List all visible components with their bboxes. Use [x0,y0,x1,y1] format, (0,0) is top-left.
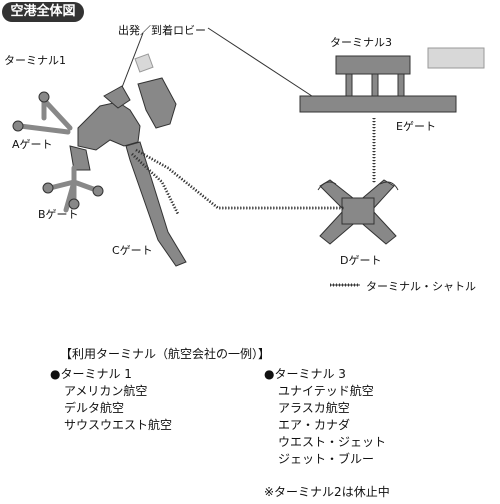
gate-d-curve [379,181,399,191]
gate-b-node [68,198,80,210]
terminal3-building [299,55,457,113]
gate-d-curve [317,181,337,191]
airlines-heading: 【利用ターミナル（航空会社の一例）】 [60,347,271,361]
terminal1-building [69,77,187,267]
carrier-item: アラスカ航空 [278,401,350,415]
label-terminal1: ターミナル1 [4,54,66,67]
terminal3-annex [427,47,485,69]
carrier-item: ウエスト・ジェット [278,435,387,449]
label-gate-e: Eゲート [396,120,436,133]
label-gate-b: Bゲート [38,208,79,221]
gate-b-pier [47,165,99,213]
gate-b-node [92,185,104,197]
gate-a-node [12,120,24,132]
gate-a-pier [17,97,73,135]
carrier-item: アメリカン航空 [64,384,148,398]
gate-b-node [42,182,54,194]
label-gate-a: Aゲート [12,138,53,151]
legend-shuttle-label: ターミナル・シャトル [366,280,476,293]
gate-d-pier [319,179,397,245]
label-gate-c: Cゲート [112,244,153,257]
carrier-item: サウスウエスト航空 [64,418,173,432]
label-gate-d: Dゲート [340,254,382,267]
carrier-item: ユナイテッド航空 [278,384,374,398]
parking-block [134,53,154,73]
terminal3-name: ターミナル 3 [264,366,386,383]
shuttle-route-ticks [130,118,376,215]
gate-a-node [38,91,50,103]
terminal1-name: ターミナル 1 [50,366,172,383]
terminal3-leader-line [207,27,319,101]
carrier-item: エア・カナダ [278,418,351,432]
lobby-leader-line [120,32,144,91]
label-terminal3: ターミナル3 [330,36,392,49]
carrier-item: デルタ航空 [64,401,125,415]
terminal3-airlines: ターミナル 3 ユナイテッド航空 アラスカ航空 エア・カナダ ウエスト・ジェット… [264,366,386,468]
terminal1-airlines: ターミナル 1 アメリカン航空 デルタ航空 サウスウエスト航空 [50,366,172,434]
label-arrivals-departures: 出発／到着ロビー [118,24,206,37]
terminal2-note: ※ターミナル2は休止中 [264,485,390,499]
map-title: 空港全体図 [2,2,84,22]
carrier-item: ジェット・ブルー [278,452,375,466]
